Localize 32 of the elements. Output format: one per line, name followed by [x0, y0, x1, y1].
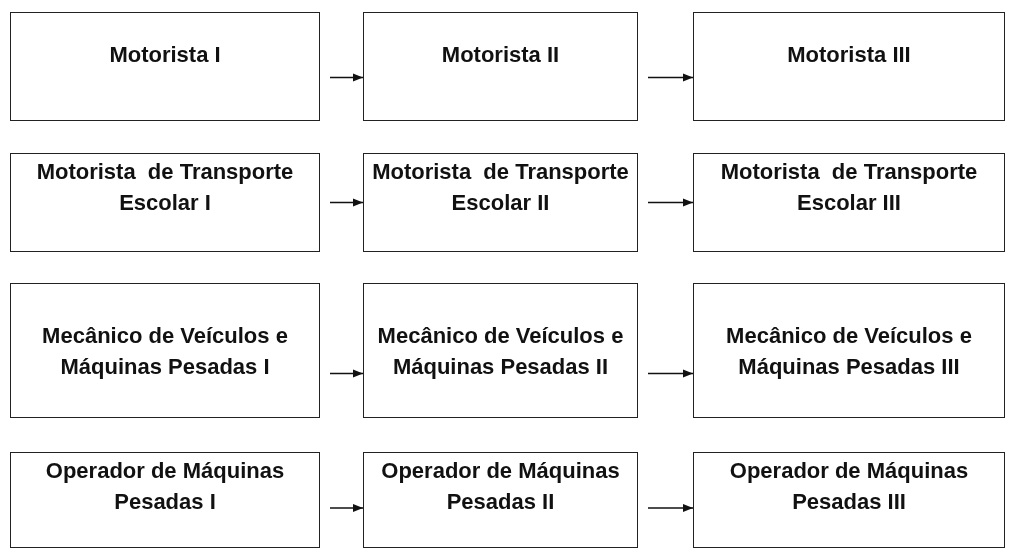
process-box — [693, 153, 1005, 252]
process-box — [363, 283, 638, 418]
box-label: Operador de Máquinas Pesadas I — [44, 457, 286, 516]
arrow — [647, 503, 694, 513]
box-label: Motorista I — [109, 41, 221, 69]
process-box — [693, 452, 1005, 548]
arrow — [329, 198, 364, 207]
box-label: Motorista de Transporte Escolar III — [719, 158, 979, 217]
arrow — [647, 198, 694, 207]
process-box — [10, 12, 320, 121]
process-box — [363, 452, 638, 548]
box-label: Motorista de Transporte Escolar I — [35, 158, 295, 217]
box-label: Motorista II — [441, 41, 560, 69]
arrow — [647, 369, 694, 378]
process-box — [363, 153, 638, 252]
process-box — [363, 12, 638, 121]
arrow — [329, 73, 364, 82]
arrow — [329, 369, 364, 378]
box-label: Mecânico de Veículos e Máquinas Pesadas III — [725, 321, 973, 381]
box-label: Operador de Máquinas Pesadas II — [380, 457, 621, 516]
process-box — [10, 452, 320, 548]
process-box — [693, 283, 1005, 418]
box-label: Operador de Máquinas Pesadas III — [728, 457, 970, 516]
arrow — [647, 73, 694, 82]
arrow — [329, 503, 364, 513]
box-label: Mecânico de Veículos e Máquinas Pesadas II — [376, 321, 625, 381]
process-box — [10, 153, 320, 252]
box-label: Mecânico de Veículos e Máquinas Pesadas I — [41, 321, 289, 381]
box-label: Motorista de Transporte Escolar II — [372, 158, 629, 217]
process-box — [693, 12, 1005, 121]
box-label: Motorista III — [787, 41, 911, 69]
process-box — [10, 283, 320, 418]
